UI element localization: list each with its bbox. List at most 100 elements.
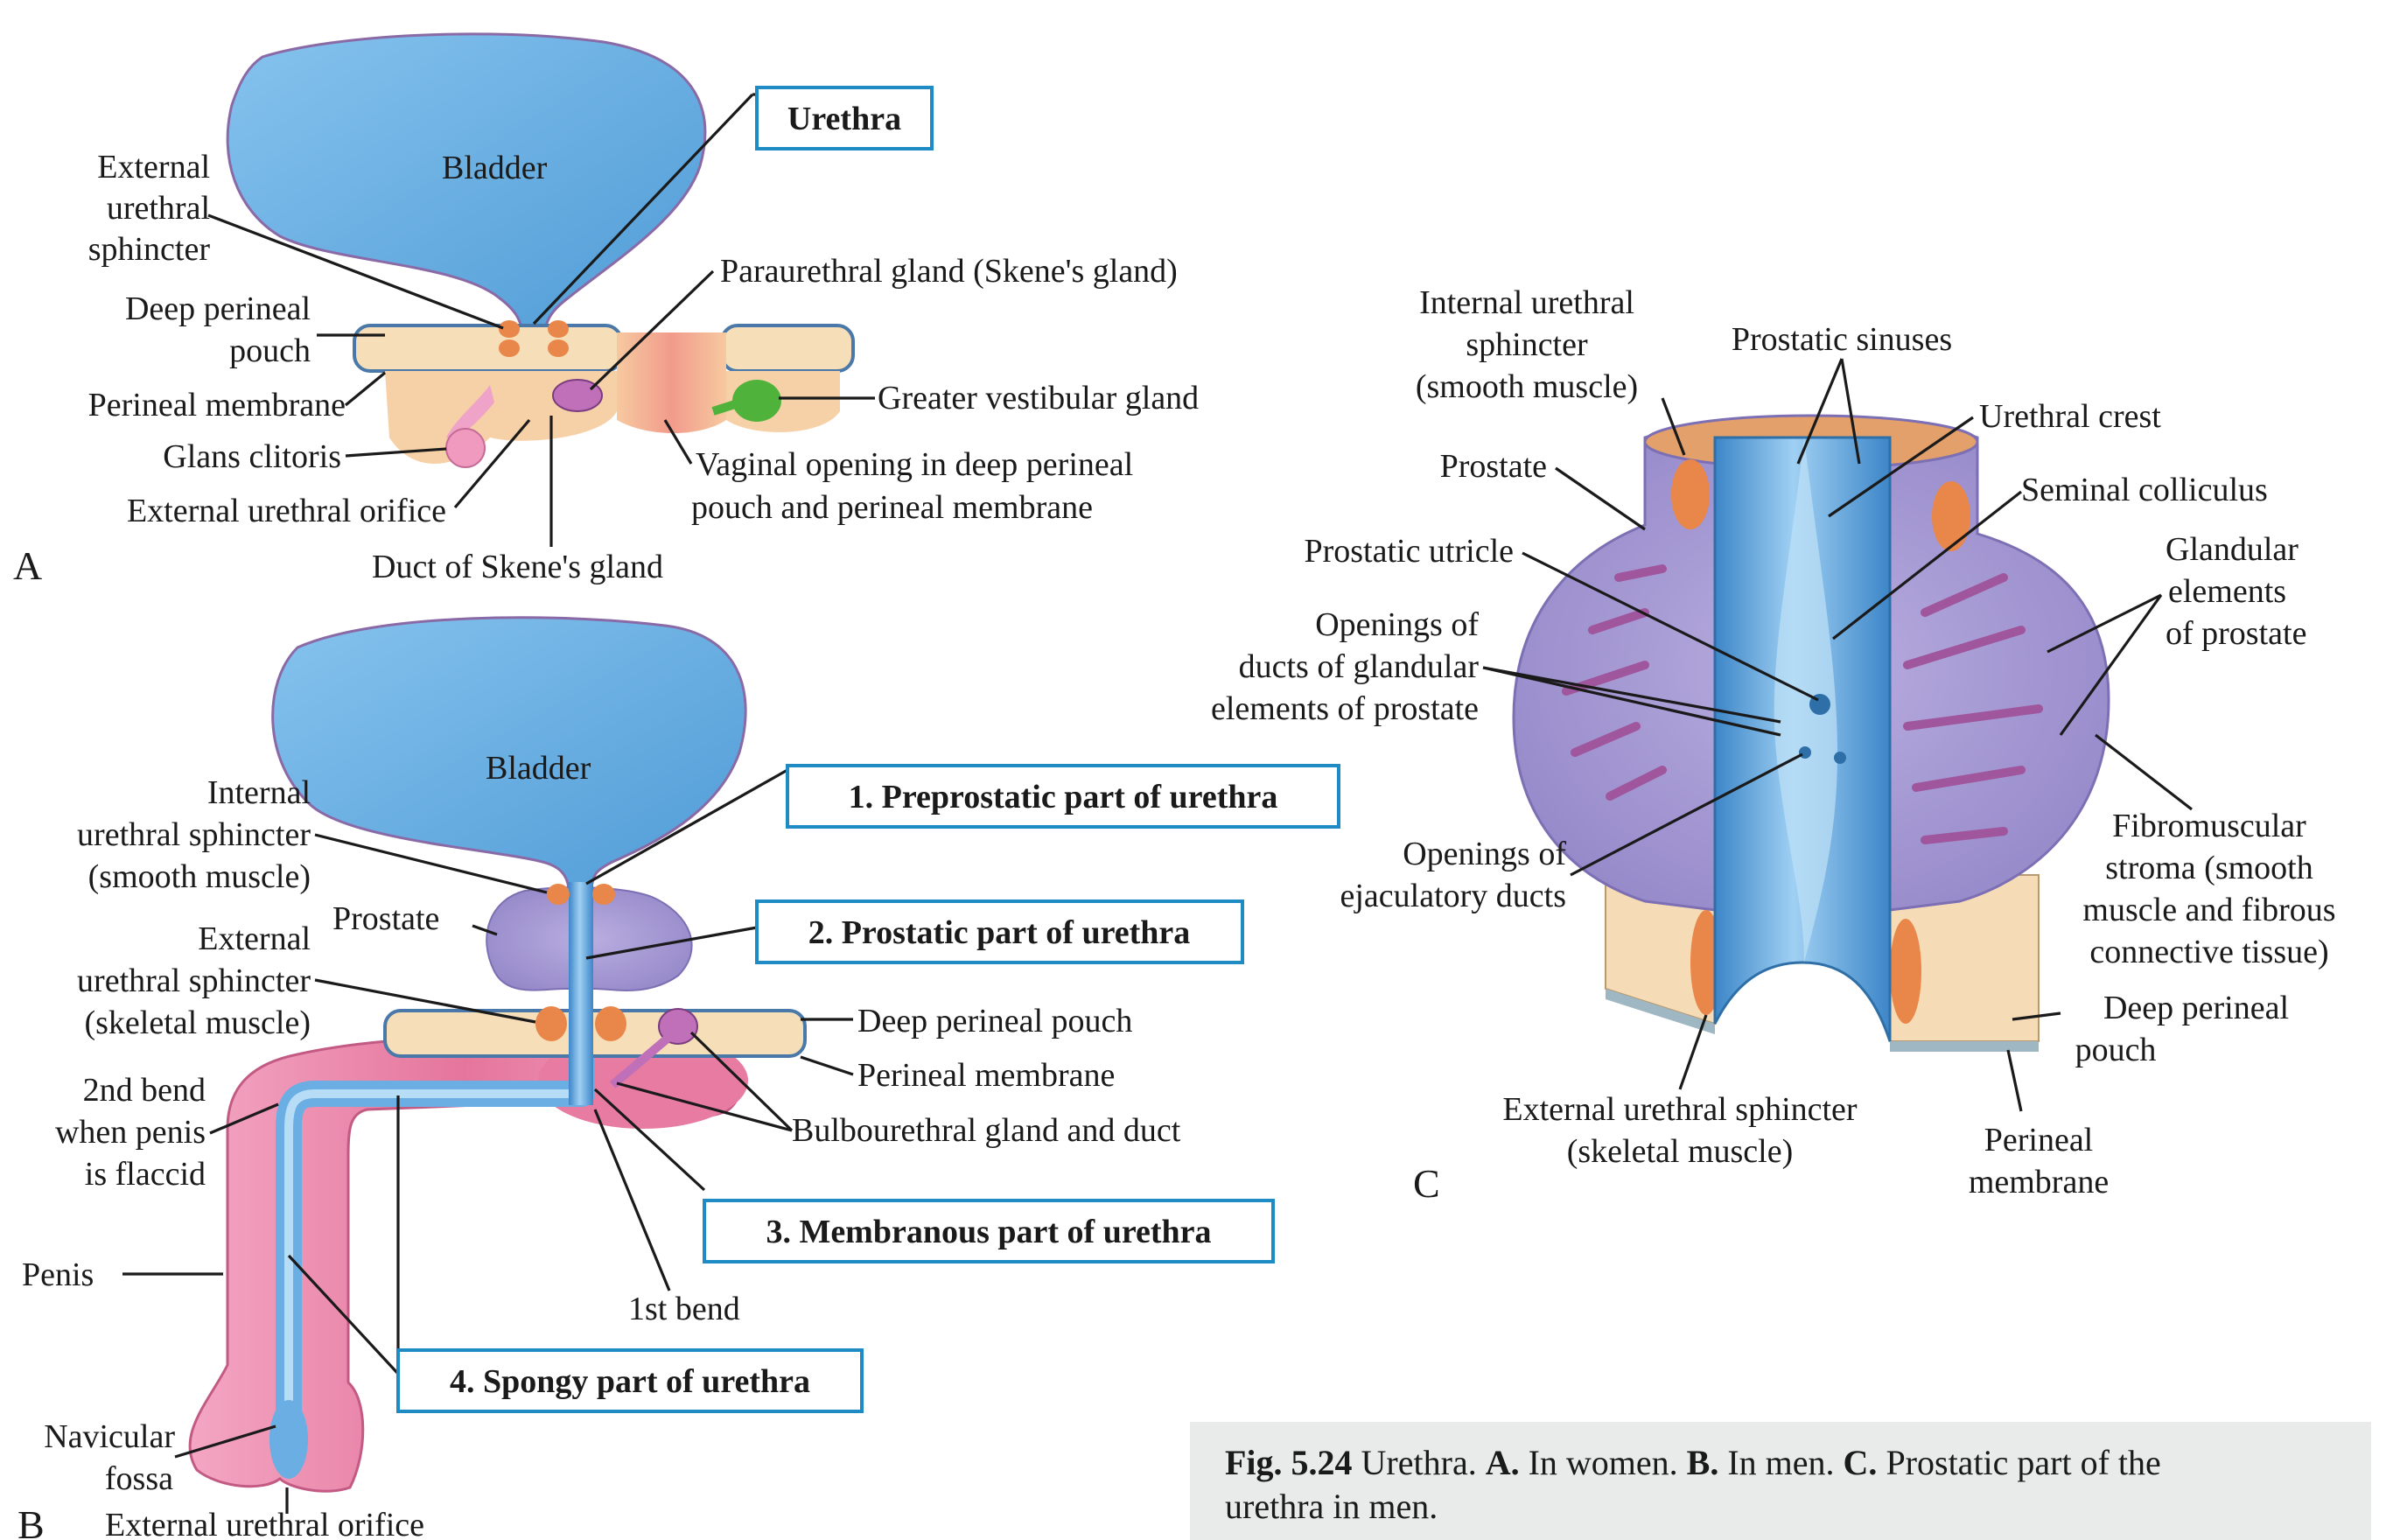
vaginal-label-a-2: pouch and perineal membrane — [691, 489, 1093, 526]
urethra-title: Urethra — [787, 101, 901, 137]
duct-skene-label-a: Duct of Skene's gland — [372, 549, 663, 585]
sphincter-a-right2 — [548, 340, 569, 357]
box4-label: 4. Spongy part of urethra — [450, 1363, 810, 1400]
second-bend-label-2: when penis — [55, 1114, 206, 1151]
glans-clitoris — [446, 429, 485, 467]
perineal-membrane-label-b: Perineal membrane — [857, 1057, 1115, 1094]
fibromuscular-label-1: Fibromuscular — [2112, 808, 2306, 844]
caption: Fig. 5.24 Urethra. A. In women. B. In me… — [1190, 1422, 2371, 1540]
caption-text1: Urethra. — [1353, 1443, 1486, 1482]
ext-sph-label-c-2: (skeletal muscle) — [1567, 1133, 1794, 1170]
navicular-fossa-shape — [269, 1400, 308, 1479]
int-sph-label-b-1: Internal — [207, 774, 311, 811]
ext-orifice-label-b: External urethral orifice — [105, 1507, 424, 1540]
int-sph-label-c-3: (smooth muscle) — [1416, 368, 1638, 405]
caption-tc: Prostatic part of the — [1877, 1443, 2160, 1482]
perineal-membrane-label-c-2: membrane — [1969, 1164, 2109, 1200]
int-sph-label-c-2: sphincter — [1466, 326, 1588, 363]
leader-first-bend — [595, 1110, 669, 1291]
leader-perineal-mem-b — [801, 1057, 853, 1074]
ext-sph-c-right — [1890, 919, 1921, 1024]
glandular-label-2: elements — [2168, 573, 2286, 610]
bladder-label-b: Bladder — [486, 750, 591, 787]
ext-sph-label-a-1: External — [97, 149, 210, 186]
perineal-membrane-label-a: Perineal membrane — [88, 387, 346, 424]
box1-label: 1. Preprostatic part of urethra — [849, 779, 1278, 816]
deep-pouch-label-a-1: Deep perineal — [125, 290, 311, 327]
ext-sph-label-c-1: External urethral sphincter — [1502, 1091, 1858, 1128]
greater-vest-label-a: Greater vestibular gland — [878, 380, 1199, 416]
deep-pouch-slab-a-left — [354, 326, 621, 371]
ejac-label-1: Openings of — [1403, 836, 1566, 872]
caption-c: C. — [1844, 1443, 1878, 1482]
caption-tb: In men. — [1718, 1443, 1843, 1482]
second-bend-label-3: is flaccid — [85, 1156, 206, 1193]
ext-sph-b-left — [535, 1006, 567, 1041]
glans-label-a: Glans clitoris — [163, 438, 341, 475]
fibromuscular-label-3: muscle and fibrous — [2082, 892, 2335, 928]
int-sph-b-right — [592, 884, 615, 905]
int-sph-label-b-2: urethral sphincter — [77, 816, 311, 853]
deep-pouch-slab-b — [385, 1011, 805, 1056]
openings-ducts-label-3: elements of prostate — [1211, 690, 1479, 727]
urethral-crest-label: Urethral crest — [1979, 398, 2161, 435]
panel-letter-c: C — [1413, 1161, 1440, 1206]
int-sph-label-c-1: Internal urethral — [1419, 284, 1634, 321]
leader-perineal-mem-a — [346, 373, 385, 405]
panel-letter-a: A — [13, 543, 42, 588]
penis-label: Penis — [22, 1256, 94, 1293]
first-bend-label: 1st bend — [628, 1291, 740, 1327]
int-sph-b-left — [547, 884, 570, 905]
box3-label: 3. Membranous part of urethra — [766, 1214, 1211, 1250]
greater-vestibular-gland — [732, 380, 781, 422]
ejac-opening-right — [1834, 752, 1846, 764]
caption-line2: urethra in men. — [1225, 1487, 1438, 1526]
leader-fibromuscular — [2096, 735, 2192, 809]
deep-pouch-label-a-2: pouch — [229, 332, 311, 369]
caption-fig: Fig. 5.24 — [1225, 1443, 1353, 1482]
deep-pouch-slab-a-right — [722, 326, 853, 371]
leader-perineal-mem-c — [2008, 1050, 2021, 1111]
sphincter-a-left2 — [499, 340, 520, 357]
openings-ducts-label-1: Openings of — [1315, 606, 1479, 643]
panel-b: 1. Preprostatic part of urethra 2. Prost… — [17, 618, 1339, 1540]
box2-label: 2. Prostatic part of urethra — [808, 914, 1191, 951]
paraurethral-label-a: Paraurethral gland (Skene's gland) — [720, 253, 1178, 290]
int-sph-label-b-3: (smooth muscle) — [88, 858, 311, 895]
bladder-label-a: Bladder — [442, 150, 548, 186]
fibromuscular-label-4: connective tissue) — [2089, 934, 2328, 970]
caption-ta: In women. — [1520, 1443, 1687, 1482]
caption-line1: Fig. 5.24 Urethra. A. In women. B. In me… — [1225, 1443, 2161, 1482]
perineal-membrane-label-c-1: Perineal — [1984, 1122, 2094, 1158]
fibromuscular-label-2: stroma (smooth — [2105, 850, 2313, 886]
ejac-opening-left — [1799, 746, 1811, 759]
caption-a: A. — [1486, 1443, 1520, 1482]
vaginal-label-a-1: Vaginal opening in deep perineal — [696, 446, 1133, 483]
sphincter-a-right — [548, 320, 569, 338]
membrane-strip-right — [1890, 1041, 2039, 1052]
panel-a: Urethra Bladder External urethral sphinc… — [13, 34, 1199, 588]
ext-sph-label-b-3: (skeletal muscle) — [84, 1004, 311, 1041]
openings-ducts-label-2: ducts of glandular — [1239, 648, 1480, 685]
glandular-label-1: Glandular — [2166, 531, 2299, 568]
int-sph-c-left — [1671, 459, 1710, 529]
ext-sph-b-right — [595, 1006, 626, 1041]
deep-pouch-label-c-1: Deep perineal — [2103, 990, 2289, 1026]
utricle-label: Prostatic utricle — [1304, 533, 1514, 570]
int-sph-c-right — [1932, 481, 1970, 551]
leader-prostate-c — [1556, 468, 1645, 529]
urethra-b — [569, 882, 593, 1105]
second-bend-label-1: 2nd bend — [83, 1072, 206, 1109]
ext-sph-label-a-3: sphincter — [88, 231, 211, 268]
caption-b: B. — [1687, 1443, 1719, 1482]
navicular-label-1: Navicular — [44, 1418, 175, 1455]
seminal-label: Seminal colliculus — [2021, 472, 2268, 508]
deep-pouch-label-b: Deep perineal pouch — [857, 1003, 1132, 1040]
ext-sph-label-b-1: External — [198, 920, 311, 957]
ext-sph-label-b-2: urethral sphincter — [77, 962, 311, 999]
panel-c: Internal urethral sphincter (smooth musc… — [1211, 284, 2336, 1206]
prostatic-sinuses-label: Prostatic sinuses — [1732, 321, 1952, 358]
panel-letter-b: B — [17, 1502, 45, 1540]
ext-sph-label-a-2: urethral — [107, 190, 210, 227]
